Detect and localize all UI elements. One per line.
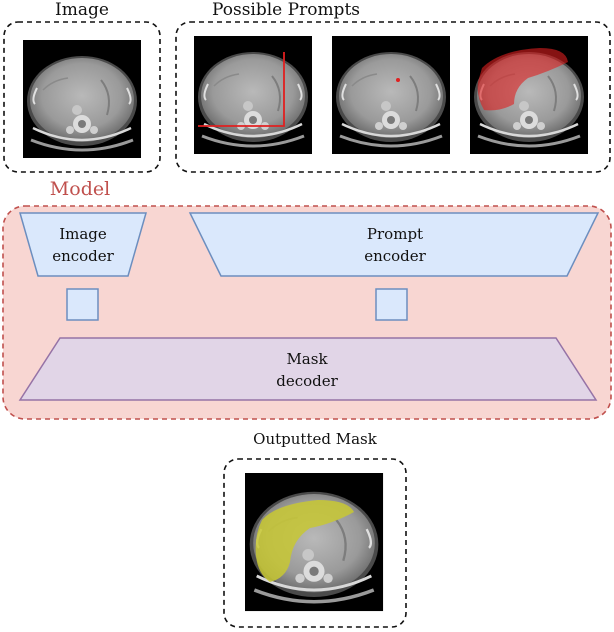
image-embedding-square bbox=[66, 288, 99, 321]
point-prompt-mark bbox=[396, 78, 400, 82]
possible-prompts-label: Possible Prompts bbox=[211, 0, 360, 20]
prompt-encoder-block bbox=[188, 212, 600, 277]
prompts-group-frame bbox=[175, 21, 611, 173]
image-encoder-block bbox=[19, 212, 147, 277]
ct-prompt-point-image bbox=[330, 34, 452, 156]
outputted-mask-label: Outputted Mask bbox=[253, 430, 377, 448]
ct-input-image bbox=[21, 38, 143, 160]
prompt-embedding-square bbox=[375, 288, 408, 321]
prompt-encoder-label: Prompt encoder bbox=[364, 225, 426, 265]
mask-decoder-label: Mask decoder bbox=[276, 350, 338, 390]
model-label: Model bbox=[49, 178, 111, 200]
mask-decoder-block bbox=[18, 337, 598, 401]
image-label: Image bbox=[55, 0, 109, 20]
output-group-frame bbox=[223, 458, 407, 628]
box-prompt-mark bbox=[198, 52, 285, 127]
image-group-frame bbox=[3, 21, 161, 173]
mask-prompt-mark bbox=[477, 48, 568, 111]
image-encoder-label: Image encoder bbox=[52, 225, 114, 265]
ct-prompt-box-image bbox=[192, 34, 314, 156]
output-mask-overlay bbox=[255, 500, 354, 582]
